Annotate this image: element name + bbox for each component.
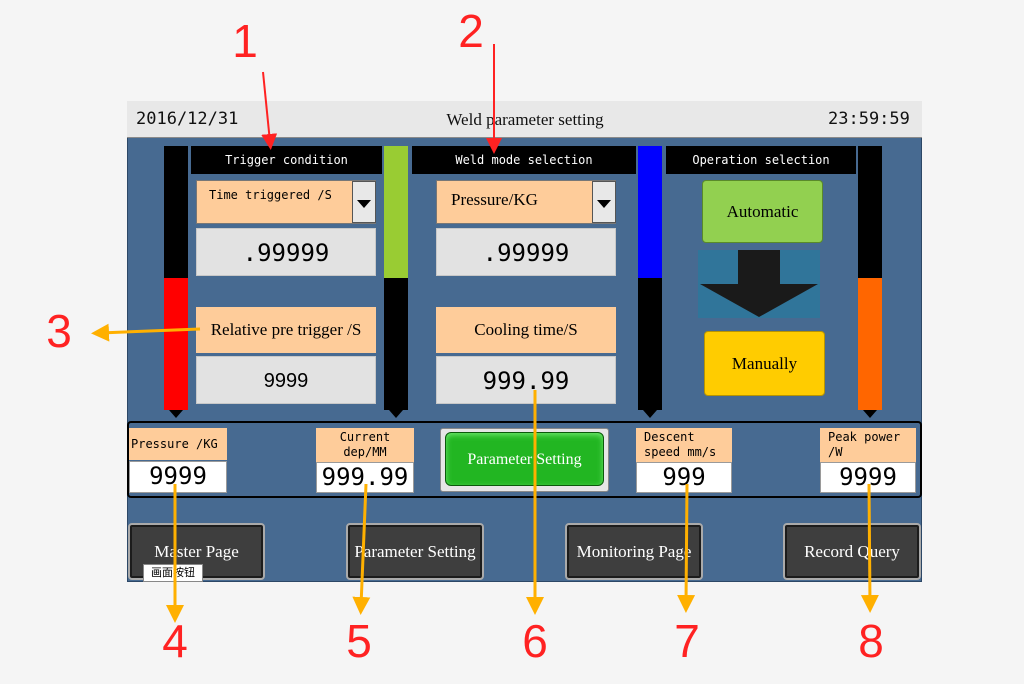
cooling-time-label: Cooling time/S (436, 307, 616, 353)
descent-speed-label-line2: speed mm/s (644, 445, 717, 459)
button-tooltip: 画面按钮 (143, 564, 203, 582)
annotation-number-4: 4 (162, 615, 188, 667)
trigger-value-field[interactable]: .99999 (196, 228, 376, 276)
page-title: Weld parameter setting (446, 110, 604, 129)
mode-level-bar (638, 146, 662, 410)
descent-speed-label: Descent speed mm/s (636, 428, 732, 462)
parameter-setting-button[interactable]: Parameter Setting (445, 432, 604, 486)
trigger-level-bar (164, 146, 188, 410)
relative-pre-trigger-label: Relative pre trigger /S (196, 307, 376, 353)
trigger-level-fill (164, 278, 188, 410)
mode-bar-pointer-icon (643, 410, 657, 418)
operation-level-fill (858, 278, 882, 410)
peak-power-value[interactable]: 9999 (820, 462, 916, 493)
mode-level-fill (638, 146, 662, 278)
time-display: 23:59:59 (828, 109, 910, 129)
trigger-dropdown-value: Time triggered /S (209, 188, 332, 202)
relative-pre-trigger-value[interactable]: 9999 (196, 356, 376, 404)
trigger-header: Trigger condition selection (191, 146, 382, 195)
monitoring-page-button[interactable]: Monitoring Page (565, 523, 703, 580)
chevron-down-icon (357, 200, 371, 208)
record-query-button[interactable]: Record Query (783, 523, 921, 580)
peak-power-label: Peak power /W (820, 428, 916, 462)
parameter-setting-nav-button[interactable]: Parameter Setting (346, 523, 484, 580)
descent-speed-value[interactable]: 999 (636, 462, 732, 493)
annotation-number-1: 1 (232, 15, 258, 67)
pressure-label: Pressure /KG (129, 428, 227, 460)
peak-power-label-line1: Peak power (828, 430, 901, 444)
current-dep-value[interactable]: 999.99 (316, 462, 414, 493)
automatic-button[interactable]: Automatic (702, 180, 823, 243)
cooling-time-value[interactable]: 999.99 (436, 356, 616, 404)
operation-bar-pointer-icon (863, 410, 877, 418)
title-bar (127, 101, 922, 138)
current-dep-label: Current dep/MM (316, 428, 414, 462)
operation-header: Operation selection (666, 146, 856, 174)
trigger-dropdown-button[interactable] (352, 181, 376, 223)
annotation-number-7: 7 (674, 615, 700, 667)
date-display: 2016/12/31 (136, 109, 239, 129)
peak-power-label-line2: /W (828, 445, 843, 459)
weld-level-bar (384, 146, 408, 410)
manually-button[interactable]: Manually (704, 331, 825, 396)
weld-bar-pointer-icon (389, 410, 403, 418)
current-dep-label-line2: dep/MM (343, 445, 387, 459)
annotation-number-3: 3 (46, 305, 72, 357)
weld-mode-dropdown-value: Pressure/KG (451, 190, 538, 209)
trigger-dropdown[interactable]: Time triggered /S (196, 180, 376, 224)
pressure-value[interactable]: 9999 (129, 461, 227, 493)
weld-level-fill (384, 146, 408, 278)
current-dep-label-line1: Current (339, 430, 391, 444)
weld-mode-dropdown-button[interactable] (592, 181, 616, 223)
weld-mode-value-field[interactable]: .99999 (436, 228, 616, 276)
operation-level-bar (858, 146, 882, 410)
annotation-number-6: 6 (522, 615, 548, 667)
weld-mode-dropdown[interactable]: Pressure/KG (436, 180, 616, 224)
annotation-number-8: 8 (858, 615, 884, 667)
chevron-down-icon (597, 200, 611, 208)
descent-speed-label-line1: Descent (644, 430, 695, 444)
annotation-number-2: 2 (458, 5, 484, 57)
weld-mode-header: Weld mode selection (412, 146, 636, 174)
readout-bar (127, 421, 922, 498)
arrow-down-icon (698, 250, 820, 318)
trigger-bar-pointer-icon (169, 410, 183, 418)
annotation-number-5: 5 (346, 615, 372, 667)
